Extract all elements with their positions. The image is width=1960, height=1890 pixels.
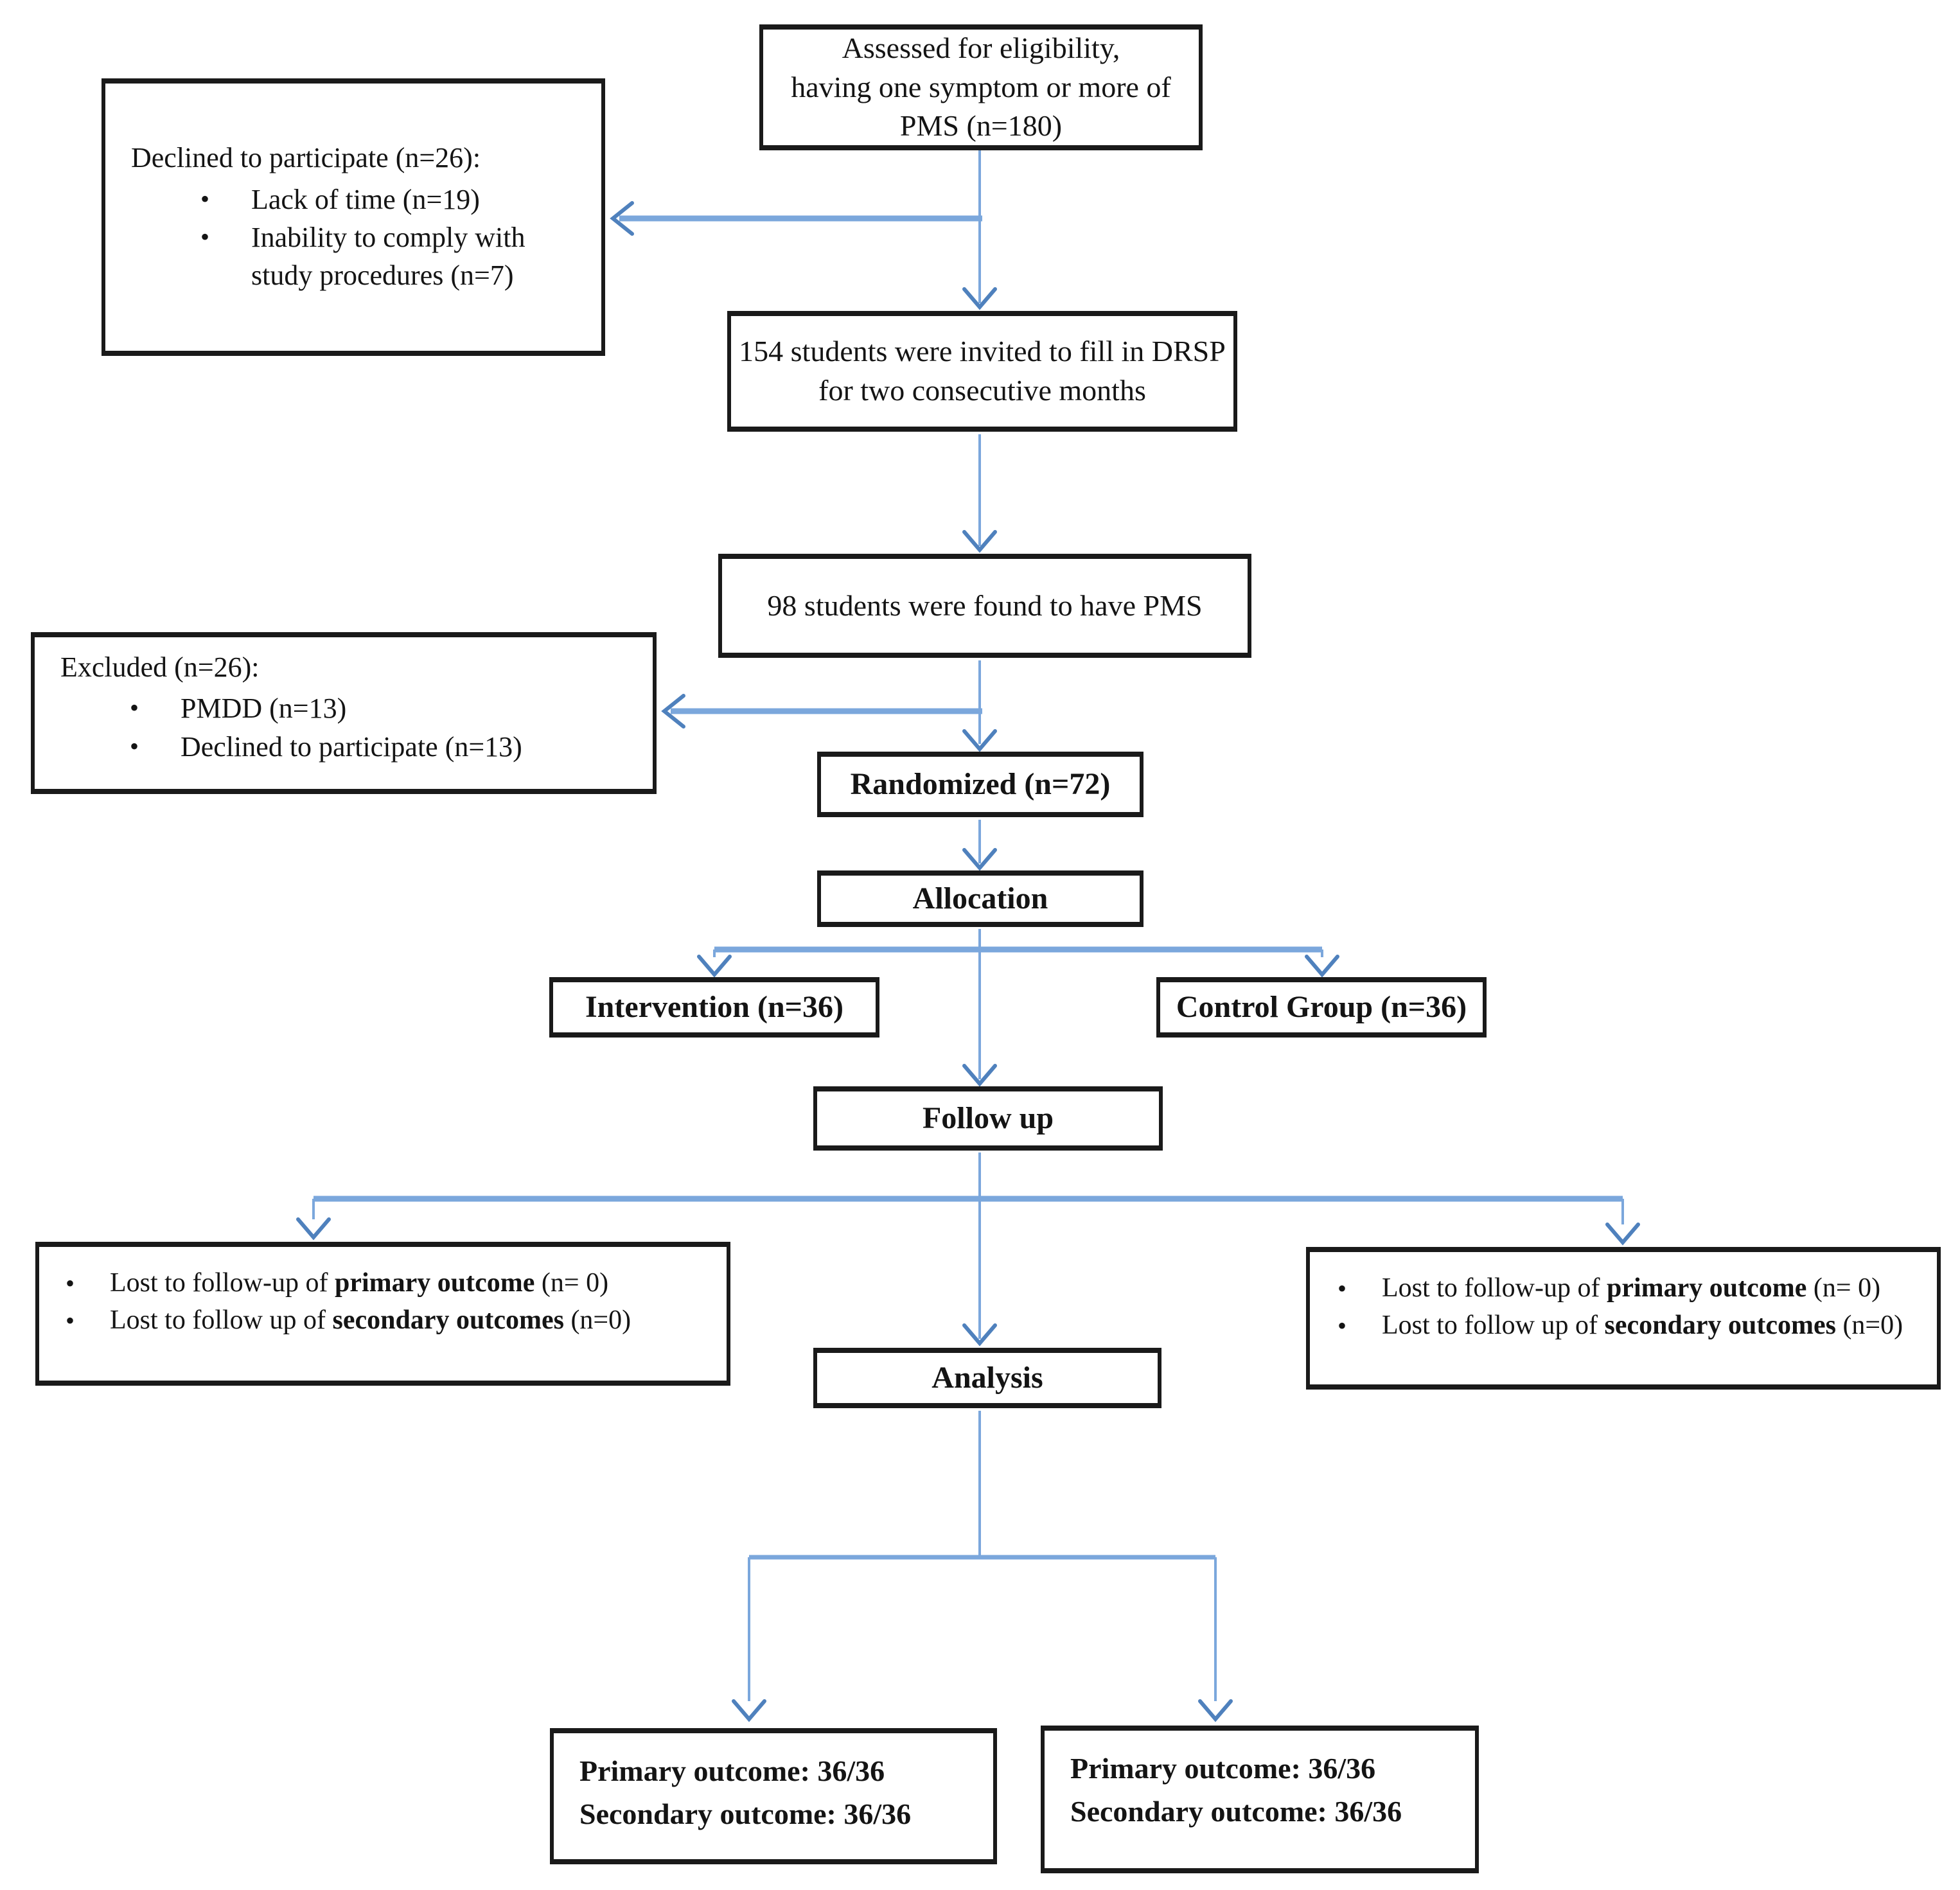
bullet-item: • Lost to follow-up of primary outcome (n… <box>1329 1270 1927 1307</box>
bullet-item: • Declined to participate (n=13) <box>121 728 637 766</box>
bullet-text: PMDD (n=13) <box>181 689 346 727</box>
bullet-item: • Lost to follow up of secondary outcomes… <box>1329 1307 1927 1345</box>
bullet-text-bold-segment: secondary outcomes <box>332 1305 564 1335</box>
bullet-text-segment: Inability to comply with study procedure… <box>251 221 525 292</box>
bullet-text-bold-segment: primary outcome <box>1606 1273 1807 1303</box>
bullet-list: • Lost to follow-up of primary outcome (n… <box>57 1265 714 1339</box>
bullet-marker: • <box>129 693 139 723</box>
bullet-text-segment: Lack of time (n=19) <box>251 183 480 215</box>
node-allocation: Allocation <box>817 870 1143 927</box>
bullet-text-segment: Lost to follow up of <box>1382 1311 1605 1340</box>
bullet-text-segment: (n= 0) <box>1806 1273 1881 1303</box>
node-control-group: Control Group (n=36) <box>1156 977 1487 1038</box>
arrow-followup-to-analysis <box>962 1153 997 1347</box>
node-randomized: Randomized (n=72) <box>817 752 1143 817</box>
arrow-branch-excluded <box>661 694 982 729</box>
bullet-text: Lack of time (n=19) <box>251 181 480 218</box>
text-line: Secondary outcome: 36/36 <box>1070 1794 1402 1828</box>
bullet-item: • Inability to comply with study procedur… <box>192 218 585 295</box>
bullet-marker: • <box>129 731 139 761</box>
bullet-text-segment: Lost to follow-up of <box>1382 1273 1607 1303</box>
text-line: Assessed for eligibility, <box>842 31 1120 64</box>
node-lost-followup-right: • Lost to follow-up of primary outcome (n… <box>1306 1247 1941 1390</box>
bullet-marker: • <box>1337 1274 1346 1303</box>
arrow-invited-to-pms <box>962 434 997 553</box>
node-lost-followup-left: • Lost to follow-up of primary outcome (n… <box>35 1242 730 1386</box>
arrow-assessed-to-invited <box>962 150 997 310</box>
bullet-item: • Lost to follow-up of primary outcome (n… <box>57 1265 714 1302</box>
text-line: for two consecutive months <box>818 374 1146 407</box>
node-intervention-text: Intervention (n=36) <box>585 990 843 1025</box>
node-pms-found-text: 98 students were found to have PMS <box>767 588 1203 622</box>
text-line: 154 students were invited to fill in DRS… <box>739 335 1226 368</box>
bullet-marker: • <box>200 184 209 213</box>
bullet-list: • Lost to follow-up of primary outcome (n… <box>1329 1270 1927 1345</box>
text-line: Primary outcome: 36/36 <box>1070 1752 1376 1785</box>
node-declined-participate: Declined to participate (n=26): • Lack of… <box>102 78 605 356</box>
bullet-text-segment: PMDD (n=13) <box>181 693 347 725</box>
arrow-analysis-to-outcomes <box>732 1411 1233 1722</box>
bullet-text: Lost to follow up of secondary outcomes … <box>110 1302 631 1339</box>
bullet-text: Lost to follow-up of primary outcome (n=… <box>1382 1270 1880 1307</box>
arrow-pms-to-randomized <box>962 660 997 752</box>
node-follow-up-text: Follow up <box>922 1101 1054 1136</box>
node-allocation-text: Allocation <box>912 881 1048 916</box>
bullet-text-segment: (n=0) <box>1835 1311 1903 1340</box>
text-line: PMS (n=180) <box>899 109 1063 143</box>
bullet-marker: • <box>200 222 209 251</box>
node-declined-bullets: • Lack of time (n=19) • Inability to comply… <box>131 181 585 295</box>
bullet-text-segment: Declined to participate (n=13) <box>181 730 522 763</box>
arrow-branch-intervention-control <box>697 946 1339 978</box>
node-control-group-text: Control Group (n=36) <box>1176 990 1467 1025</box>
bullet-text-segment: Lost to follow-up of <box>110 1268 335 1298</box>
bullet-text: Lost to follow-up of primary outcome (n=… <box>110 1265 608 1302</box>
node-declined-title: Declined to participate (n=26): <box>131 142 481 174</box>
arrow-branch-lost-followup <box>296 1196 1640 1246</box>
node-excluded-title: Excluded (n=26): <box>60 651 260 683</box>
node-randomized-text: Randomized (n=72) <box>850 767 1111 802</box>
node-pms-found: 98 students were found to have PMS <box>718 554 1251 658</box>
bullet-text: Declined to participate (n=13) <box>181 728 522 766</box>
arrow-branch-declined <box>610 201 982 236</box>
bullet-text-bold-segment: secondary outcomes <box>1604 1311 1836 1340</box>
text-line: Secondary outcome: 36/36 <box>579 1797 912 1830</box>
bullet-item: • PMDD (n=13) <box>121 689 637 727</box>
bullet-marker: • <box>65 1269 75 1298</box>
bullet-item: • Lack of time (n=19) <box>192 181 585 218</box>
bullet-marker: • <box>1337 1311 1346 1340</box>
bullet-text-bold-segment: primary outcome <box>334 1268 535 1298</box>
bullet-text-segment: (n= 0) <box>534 1268 609 1298</box>
bullet-text: Lost to follow up of secondary outcomes … <box>1382 1307 1903 1344</box>
bullet-text-segment: Lost to follow up of <box>110 1305 333 1335</box>
node-follow-up: Follow up <box>813 1086 1163 1151</box>
bullet-item: • Lost to follow up of secondary outcomes… <box>57 1302 714 1339</box>
bullet-text: Inability to comply with study procedure… <box>251 218 585 295</box>
arrow-randomized-to-allocation <box>962 820 997 871</box>
text-line: Primary outcome: 36/36 <box>579 1754 885 1787</box>
node-excluded-bullets: • PMDD (n=13) • Declined to participate (n=… <box>60 689 637 766</box>
node-analysis: Analysis <box>813 1348 1161 1408</box>
bullet-marker: • <box>65 1306 75 1335</box>
node-invited-drsp: 154 students were invited to fill in DRS… <box>727 311 1237 432</box>
node-intervention: Intervention (n=36) <box>549 977 879 1038</box>
text-line: having one symptom or more of <box>791 70 1171 103</box>
arrow-allocation-to-followup <box>962 929 997 1087</box>
node-excluded: Excluded (n=26): • PMDD (n=13) • Declined t… <box>31 632 657 794</box>
node-assessed-eligibility: Assessed for eligibility, having one symp… <box>759 24 1203 150</box>
node-analysis-text: Analysis <box>931 1361 1043 1395</box>
bullet-text-segment: (n=0) <box>563 1305 631 1335</box>
